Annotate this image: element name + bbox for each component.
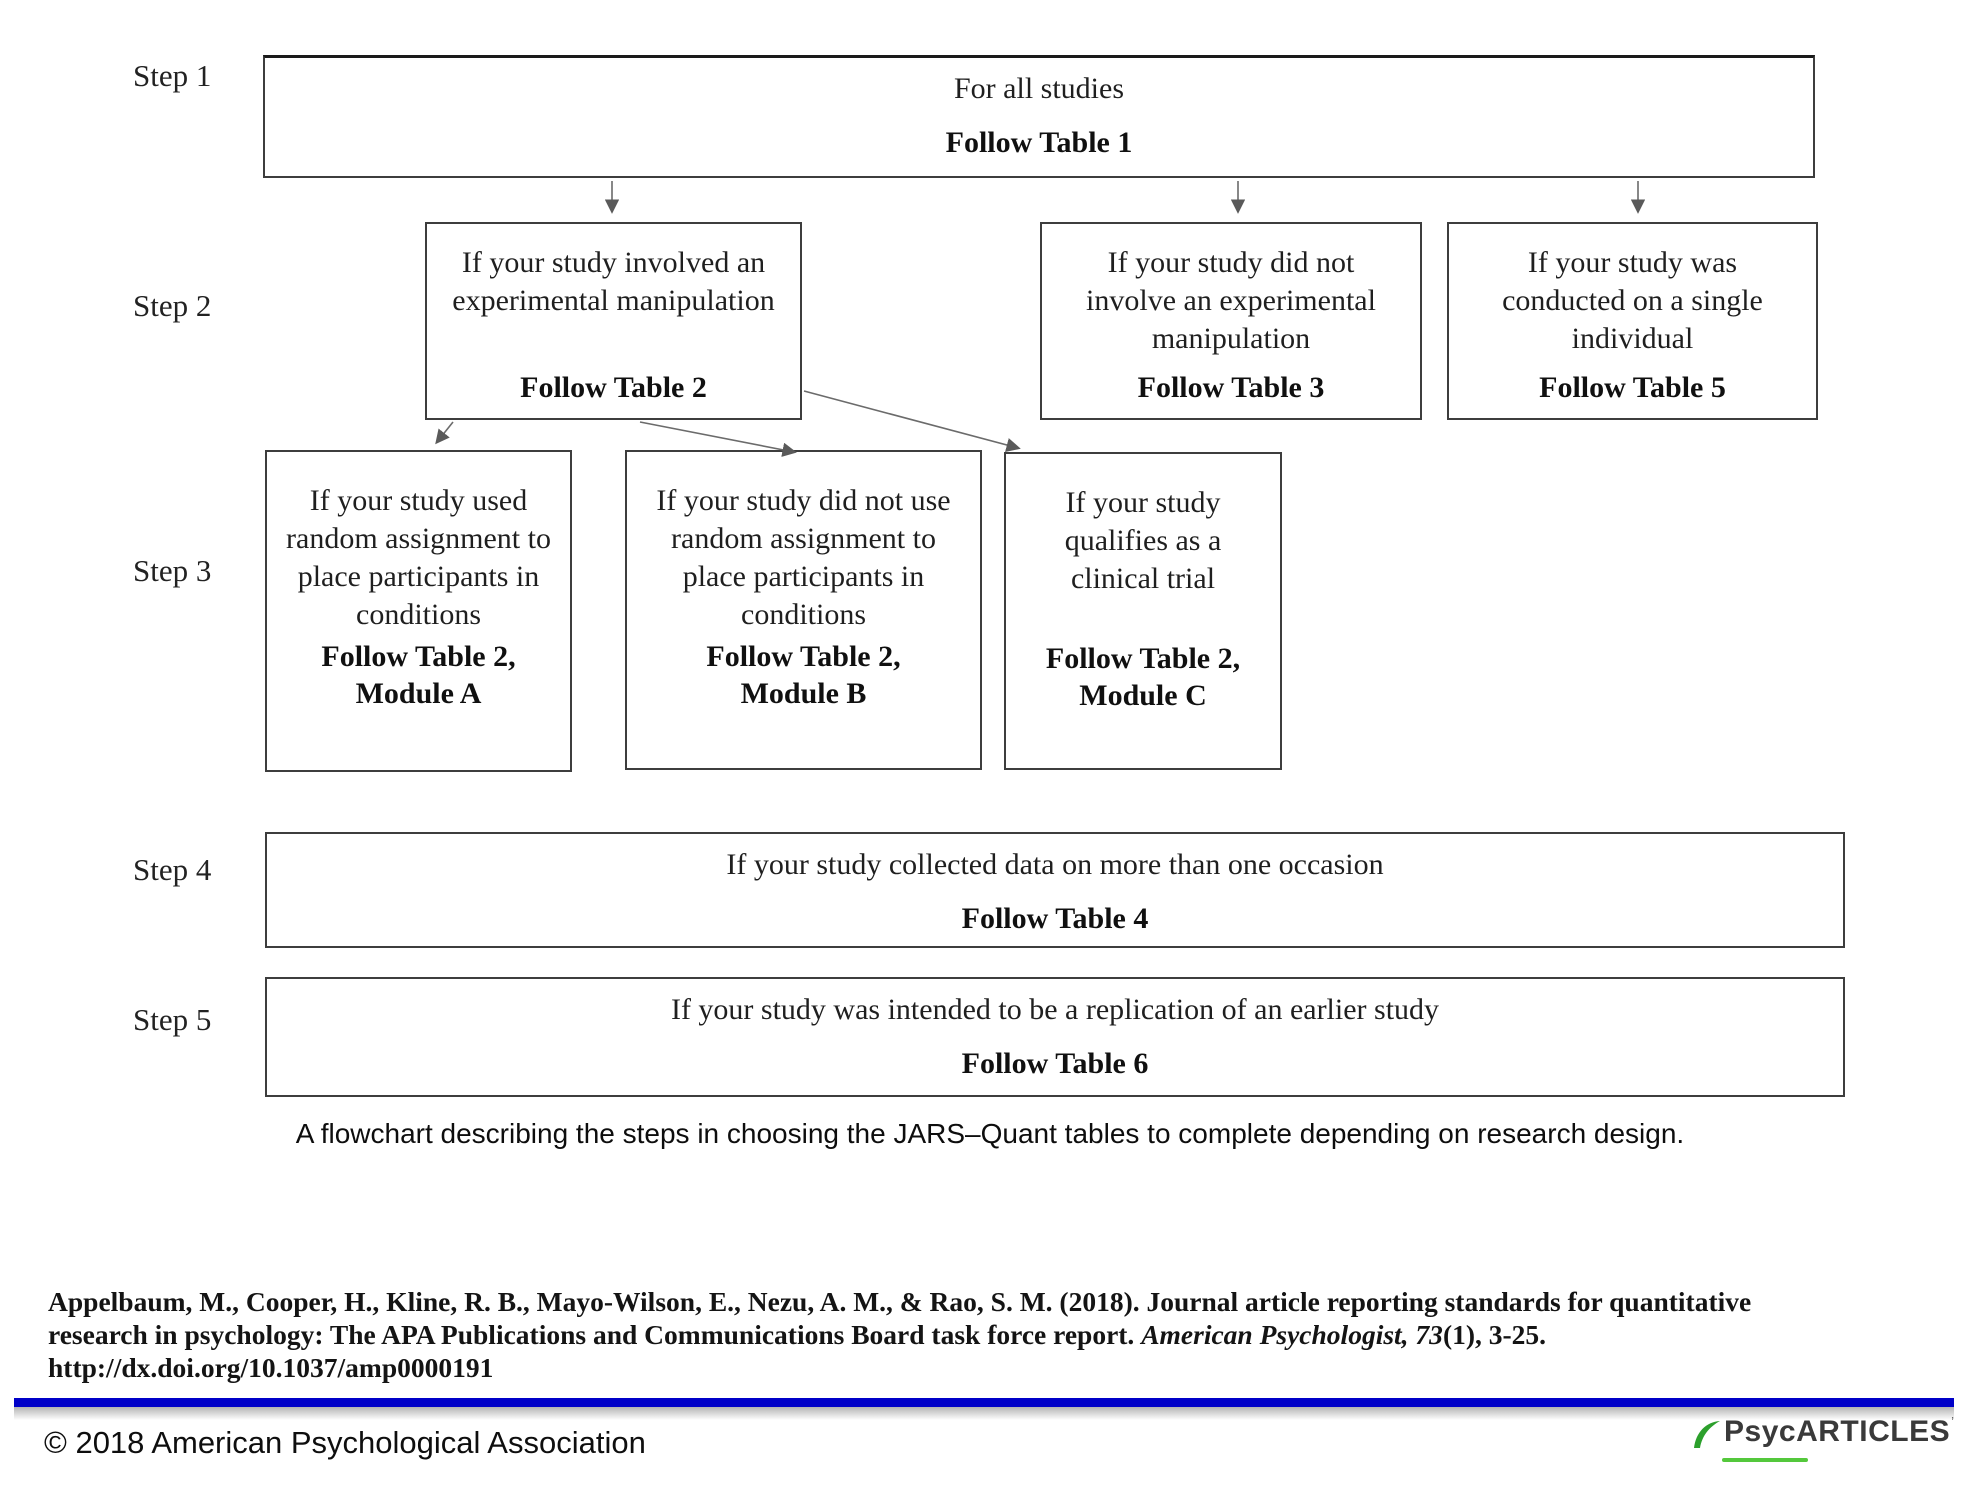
step3-box-clinical-trial: If your study qualifies as a clinical tr… (1004, 452, 1282, 770)
psycarticles-logo: PsycARTICLES ’ (1690, 1412, 1954, 1462)
step5-condition: If your study was intended to be a repli… (670, 993, 1440, 1026)
step3-box-random-assignment-follow: Follow Table 2, Module A (321, 640, 516, 710)
citation: Appelbaum, M., Cooper, H., Kline, R. B.,… (48, 1285, 1958, 1384)
step2-box-non-experimental-condition: If your study did not involve an experim… (1086, 246, 1376, 355)
step3-box-no-random-assignment-condition: If your study did not use random assignm… (656, 484, 951, 631)
journal-title-italic: American Psychologist, 73 (1141, 1319, 1443, 1350)
step-1-label: Step 1 (133, 58, 212, 93)
step1-follow: Follow Table 1 (945, 126, 1133, 159)
step3-box-random-assignment: If your study used random assignment to … (265, 450, 572, 772)
step4-condition: If your study collected data on more tha… (726, 848, 1384, 881)
logo-text: PsycARTICLES (1724, 1415, 1951, 1448)
step1-box: For all studies Follow Table 1 (263, 55, 1815, 178)
step2-box-experimental: If your study involved an experimental m… (425, 222, 802, 420)
step2-box-experimental-condition: If your study involved an experimental m… (452, 246, 775, 317)
step-4-label: Step 4 (133, 852, 212, 887)
logo-green-underline (1722, 1458, 1809, 1462)
step3-box-no-random-assignment: If your study did not use random assignm… (625, 450, 982, 770)
step3-box-random-assignment-condition: If your study used random assignment to … (286, 484, 551, 631)
step3-box-clinical-trial-condition: If your study qualifies as a clinical tr… (1064, 486, 1222, 595)
citation-line-1: Appelbaum, M., Cooper, H., Kline, R. B.,… (48, 1286, 1752, 1317)
copyright-text: © 2018 American Psychological Associatio… (44, 1425, 646, 1460)
blue-divider-rule (14, 1398, 1954, 1407)
step1-condition: For all studies (954, 72, 1124, 105)
logo-trademark: ’ (1951, 1414, 1954, 1429)
step2-box-single-individual-condition: If your study was conducted on a single … (1502, 246, 1763, 355)
step-3-label: Step 3 (133, 553, 212, 588)
step2-box-single-individual-follow: Follow Table 5 (1539, 371, 1726, 404)
step3-box-no-random-assignment-follow: Follow Table 2, Module B (706, 640, 901, 710)
citation-line-3: http://dx.doi.org/10.1037/amp0000191 (48, 1352, 494, 1383)
step2-box-non-experimental: If your study did not involve an experim… (1040, 222, 1422, 420)
step-2-label: Step 2 (133, 288, 212, 323)
step-5-label: Step 5 (133, 1002, 212, 1037)
step5-box: If your study was intended to be a repli… (265, 977, 1845, 1097)
step4-follow: Follow Table 4 (961, 902, 1149, 935)
step2-box-single-individual: If your study was conducted on a single … (1447, 222, 1818, 420)
figure-caption: A flowchart describing the steps in choo… (295, 1118, 1685, 1149)
step3-box-clinical-trial-follow: Follow Table 2, Module C (1045, 642, 1241, 712)
step2-box-experimental-follow: Follow Table 2 (520, 371, 707, 404)
psycarticles-swoosh-icon (1694, 1421, 1721, 1448)
step2-box-non-experimental-follow: Follow Table 3 (1137, 371, 1325, 404)
step4-box: If your study collected data on more tha… (265, 832, 1845, 948)
rule-shadow (14, 1407, 1954, 1420)
step5-follow: Follow Table 6 (961, 1047, 1149, 1080)
citation-line-2: research in psychology: The APA Publicat… (48, 1319, 1547, 1350)
